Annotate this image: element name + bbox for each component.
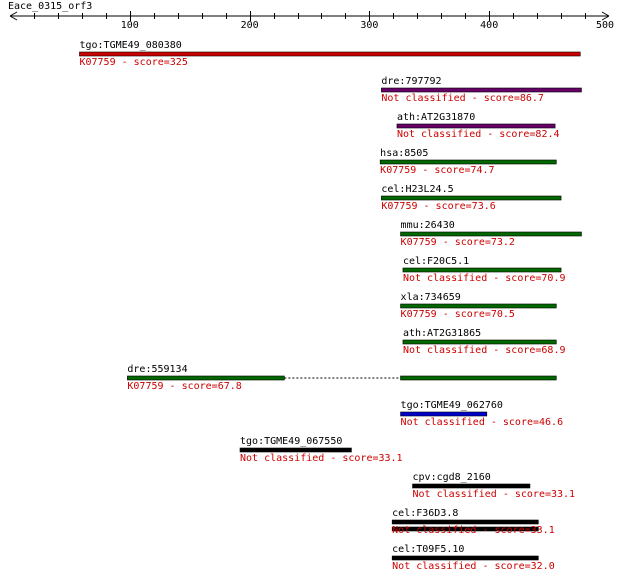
- hit-segment: [412, 483, 531, 489]
- hit-name: cel:T09F5.10: [392, 544, 465, 555]
- hit-segment-secondary: [391, 526, 539, 532]
- hit-classification: Not classified - score=32.0: [392, 561, 555, 572]
- hit-classification: Not classified - score=33.1: [392, 525, 555, 536]
- hit-name: hsa:8505: [380, 148, 429, 159]
- axis-tick-label: 100: [120, 20, 139, 31]
- axis-arrow-left: [9, 11, 18, 21]
- axis-tick-label: 300: [360, 20, 379, 31]
- axis-tick-label: 400: [480, 20, 499, 31]
- hit-classification: Not classified - score=33.1: [412, 489, 576, 500]
- hit-segment: [381, 195, 562, 201]
- hit-segment: [127, 375, 285, 381]
- hit-name: xla:734659: [400, 292, 461, 303]
- hit-classification: K07759 - score=70.5: [400, 309, 515, 320]
- hit-name: tgo:TGME49_080380: [79, 40, 182, 51]
- page-title: Eace_0315_orf3: [8, 1, 93, 12]
- hit-classification: Not classified - score=86.7: [381, 93, 544, 104]
- hit-name: tgo:TGME49_062760: [400, 400, 503, 411]
- axis-arrow-right: [601, 11, 610, 21]
- hit-segment: [391, 519, 539, 525]
- axis-tick-label: 200: [240, 20, 259, 31]
- hit-segment: [379, 159, 557, 165]
- hit-segment: [400, 411, 488, 417]
- hit-classification: Not classified - score=33.1: [240, 453, 403, 464]
- hit-name: ath:AT2G31865: [402, 328, 482, 339]
- hit-name: cel:F36D3.8: [392, 508, 459, 519]
- hit-segment: [381, 87, 582, 93]
- hit-name: mmu:26430: [400, 220, 455, 231]
- hit-classification: K07759 - score=325: [79, 57, 188, 68]
- hit-segment: [402, 339, 557, 345]
- hit-segment: [239, 447, 352, 453]
- axis-tick-label: 500: [595, 20, 615, 31]
- hit-classification: K07759 - score=73.6: [381, 201, 496, 212]
- hit-name: tgo:TGME49_067550: [240, 436, 343, 447]
- hit-segment: [391, 555, 539, 561]
- hit-name: dre:559134: [127, 364, 188, 375]
- hit-classification: Not classified - score=82.4: [396, 129, 560, 140]
- hit-segment: [396, 123, 556, 129]
- hit-segment: [400, 231, 582, 237]
- hit-name: dre:797792: [381, 76, 442, 87]
- hit-classification: Not classified - score=46.6: [400, 417, 564, 428]
- hit-classification: Not classified - score=70.9: [402, 273, 566, 284]
- hit-classification: K07759 - score=74.7: [380, 165, 495, 176]
- hit-name: cpv:cgd8_2160: [412, 472, 491, 483]
- hit-name: ath:AT2G31870: [396, 112, 476, 123]
- hit-name: cel:F20C5.1: [402, 256, 470, 267]
- hit-segment: [79, 51, 581, 57]
- hit-segment: [400, 303, 557, 309]
- hit-segment: [402, 267, 562, 273]
- hit-name: cel:H23L24.5: [381, 184, 454, 195]
- hit-classification: K07759 - score=73.2: [400, 237, 515, 248]
- hit-classification: Not classified - score=68.9: [402, 345, 566, 356]
- hit-segment: [400, 375, 557, 381]
- hit-classification: K07759 - score=67.8: [127, 381, 242, 392]
